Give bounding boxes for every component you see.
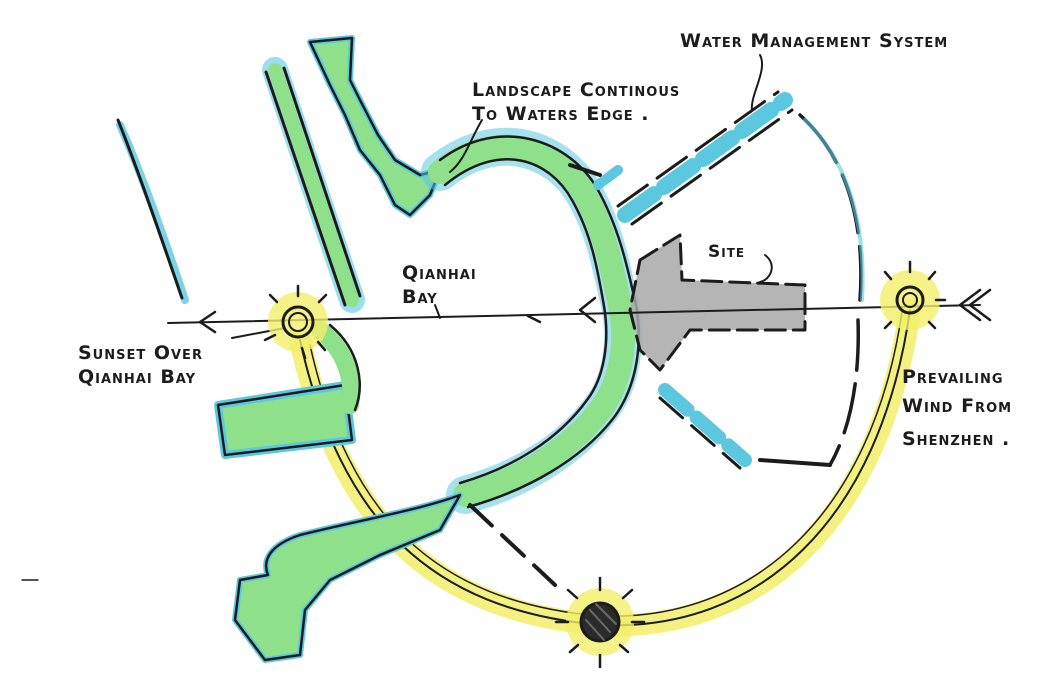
bay-label: Qianhai Bay bbox=[402, 262, 477, 310]
wind-label-line1: Prevailing bbox=[902, 366, 1004, 388]
sunset-sun-icon bbox=[263, 284, 328, 360]
bay-landscape-ring bbox=[421, 127, 643, 514]
east-sun-icon bbox=[880, 260, 947, 330]
landscape-label: Landscape Continous To Waters Edge . bbox=[472, 79, 680, 127]
bay-label-line1: Qianhai bbox=[402, 262, 477, 284]
channel-landscape-strip bbox=[262, 57, 365, 313]
sunset-label-line1: Sunset Over bbox=[78, 342, 203, 364]
landscape-label-line1: Landscape Continous bbox=[472, 79, 681, 101]
site-footprint bbox=[628, 233, 807, 372]
southwest-landscape bbox=[214, 321, 361, 459]
south-landscape bbox=[232, 492, 463, 663]
noon-sun-icon bbox=[554, 576, 646, 669]
site-boundary-arc bbox=[798, 113, 865, 467]
west-shoreline bbox=[116, 118, 189, 304]
site-label: Site bbox=[708, 242, 746, 262]
sunset-label: Sunset Over Qianhai Bay bbox=[78, 342, 203, 390]
wind-label-line2: Wind From bbox=[902, 395, 1013, 417]
north-landscape-arrow bbox=[307, 35, 443, 218]
wind-label-line3: Shenzhen . bbox=[902, 428, 1011, 450]
bay-label-line2: Bay bbox=[402, 285, 438, 308]
water-management-segments bbox=[468, 90, 832, 587]
sunset-label-line2: Qianhai Bay bbox=[78, 365, 197, 388]
landscape-label-line2: To Waters Edge . bbox=[472, 102, 650, 125]
water-management-label: Water Management System bbox=[680, 30, 949, 52]
